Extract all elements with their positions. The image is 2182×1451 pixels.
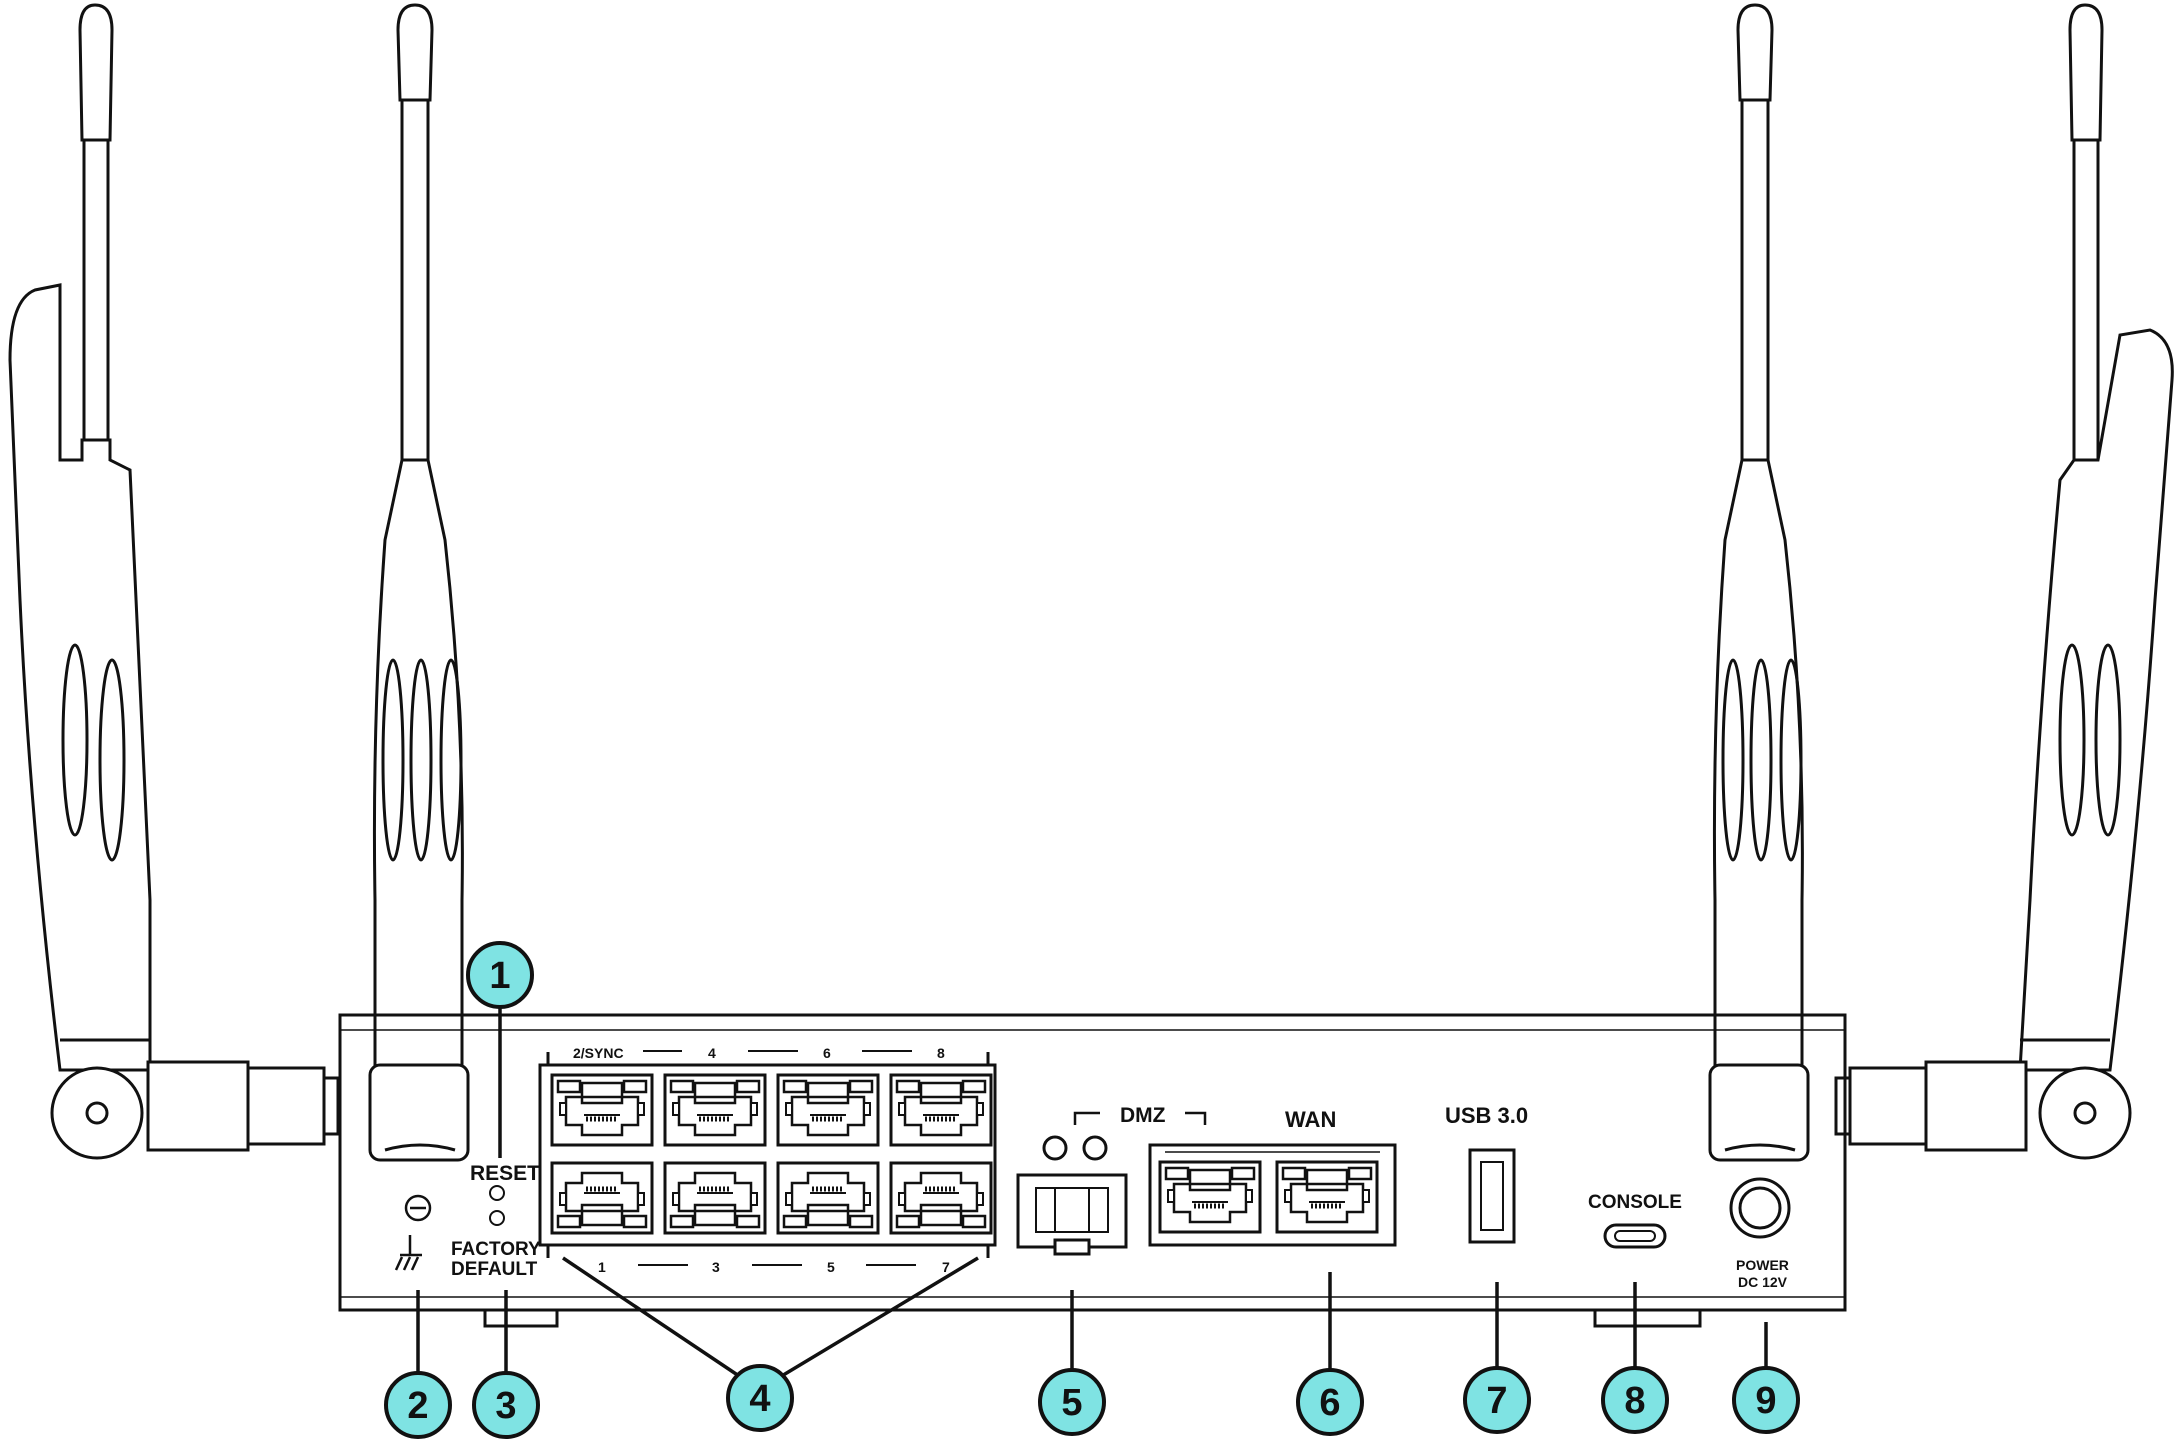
port-label-5: 5 xyxy=(827,1259,835,1275)
svg-text:8: 8 xyxy=(1624,1380,1645,1422)
dmz-sfp-port[interactable] xyxy=(1016,1135,1128,1256)
svg-text:4: 4 xyxy=(749,1378,770,1420)
lan-port-3[interactable] xyxy=(665,1163,765,1233)
callout-5: 5 xyxy=(1038,1368,1106,1436)
port-label-3: 3 xyxy=(712,1259,720,1275)
port-label-7: 7 xyxy=(942,1259,950,1275)
svg-text:2: 2 xyxy=(407,1385,428,1427)
antenna-hinge-far-right xyxy=(1834,1060,2132,1160)
callout-1: 1 xyxy=(466,941,534,1009)
svg-text:6: 6 xyxy=(1319,1382,1340,1424)
callout-8: 8 xyxy=(1601,1366,1669,1434)
antenna-far-right xyxy=(2018,3,2174,1072)
power-label-line1: POWER xyxy=(1736,1257,1789,1273)
dmz-label: DMZ xyxy=(1120,1104,1166,1127)
svg-text:9: 9 xyxy=(1755,1380,1776,1422)
callout-4: 4 xyxy=(726,1364,794,1432)
port-label-4: 4 xyxy=(708,1045,716,1061)
svg-text:7: 7 xyxy=(1486,1380,1507,1422)
power-port[interactable] xyxy=(1729,1177,1791,1239)
antenna-far-left xyxy=(8,3,152,1072)
lan-port-8[interactable] xyxy=(891,1075,991,1145)
port-label-8: 8 xyxy=(937,1045,945,1061)
console-label: CONSOLE xyxy=(1588,1192,1682,1213)
dmz-bracket xyxy=(1073,1111,1207,1125)
svg-text:1: 1 xyxy=(489,955,510,997)
antenna-inner-left xyxy=(368,3,470,1162)
factory-default-pinhole[interactable] xyxy=(489,1210,505,1226)
callout-7: 7 xyxy=(1463,1366,1531,1434)
callout-3: 3 xyxy=(472,1371,540,1439)
factory-label-line2: DEFAULT xyxy=(451,1259,538,1280)
port-label-2-sync: 2/SYNC xyxy=(573,1045,624,1061)
svg-text:5: 5 xyxy=(1061,1382,1082,1424)
port-label-1: 1 xyxy=(598,1259,606,1275)
antenna-hinge-far-left xyxy=(50,1060,340,1160)
lan-port-1[interactable] xyxy=(552,1163,652,1233)
antenna-inner-right xyxy=(1708,3,1810,1162)
wan-port-2[interactable] xyxy=(1277,1162,1377,1232)
ground-screw xyxy=(404,1194,432,1222)
lan-port-6[interactable] xyxy=(778,1075,878,1145)
callout-6: 6 xyxy=(1296,1368,1364,1436)
wan-label: WAN xyxy=(1285,1107,1336,1132)
callout-leaders xyxy=(416,1005,1768,1382)
wan-port-1[interactable] xyxy=(1160,1162,1260,1232)
lan-port-4[interactable] xyxy=(665,1075,765,1145)
console-port[interactable] xyxy=(1603,1223,1667,1249)
reset-label: RESET xyxy=(470,1162,540,1185)
usb-port[interactable] xyxy=(1468,1148,1516,1244)
reset-pinhole[interactable] xyxy=(489,1185,505,1201)
port-label-6: 6 xyxy=(823,1045,831,1061)
lan-port-2[interactable] xyxy=(552,1075,652,1145)
lan-port-7[interactable] xyxy=(891,1163,991,1233)
callout-9: 9 xyxy=(1732,1366,1800,1434)
ground-icon xyxy=(394,1235,422,1271)
callout-2: 2 xyxy=(384,1371,452,1439)
chassis-rear-panel xyxy=(338,1013,1847,1328)
lan-port-5[interactable] xyxy=(778,1163,878,1233)
factory-label-line1: FACTORY xyxy=(451,1239,541,1260)
svg-text:3: 3 xyxy=(495,1385,516,1427)
usb-label: USB 3.0 xyxy=(1445,1103,1528,1128)
power-label-line2: DC 12V xyxy=(1738,1274,1788,1290)
